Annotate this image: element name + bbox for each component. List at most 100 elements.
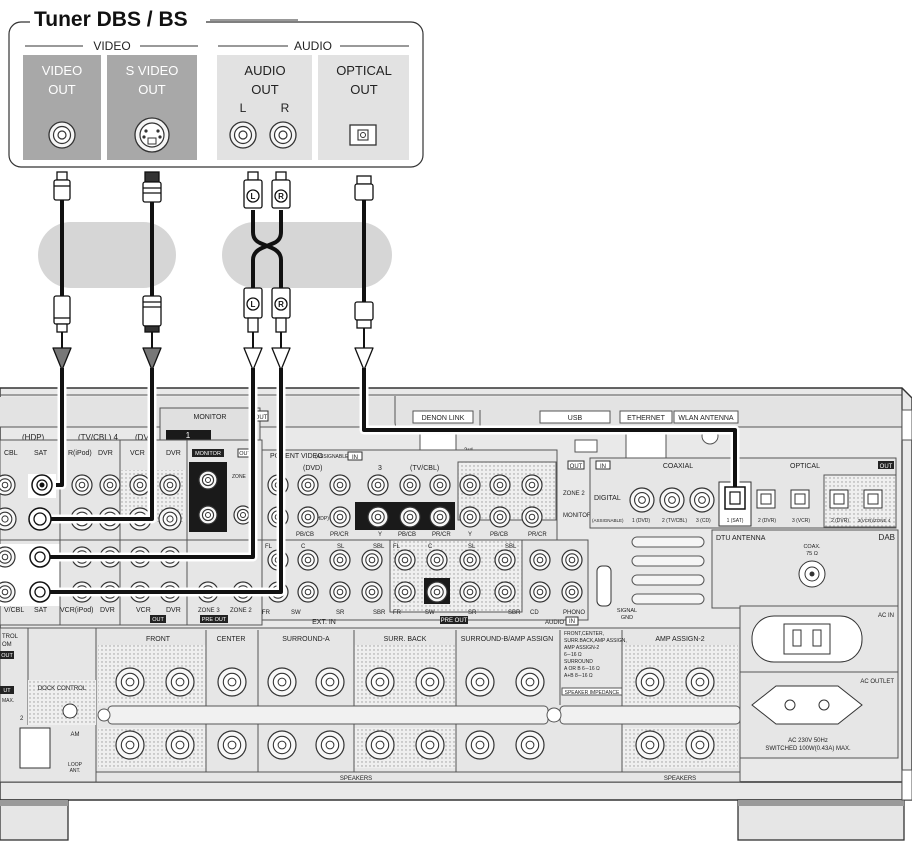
rca-jack <box>267 667 297 697</box>
svg-text:AC OUTLET: AC OUTLET <box>860 679 894 685</box>
rca-jack <box>429 474 451 496</box>
svg-text:MONITOR: MONITOR <box>195 451 221 457</box>
rca-jack <box>315 730 345 760</box>
svg-text:OUT: OUT <box>239 451 251 457</box>
rca-jack <box>297 474 319 496</box>
rca-jack <box>129 474 151 496</box>
video-arrow <box>52 347 72 371</box>
svg-text:FR: FR <box>262 610 271 616</box>
text-line: AC 230V 50Hz <box>788 738 828 744</box>
svg-text:MONITOR: MONITOR <box>563 513 592 519</box>
text-line: OUT <box>138 82 166 97</box>
video-cables-highlight <box>38 222 176 288</box>
rca-jack <box>561 549 583 571</box>
svg-text:OPTICAL: OPTICAL <box>790 463 820 470</box>
svg-text:1 (DVD): 1 (DVD) <box>632 518 650 524</box>
svg-text:ZONE: ZONE <box>232 474 247 480</box>
speaker-impedance-text: FRONT,CENTER,SURR.BACK,AMP ASSIGN,AMP AS… <box>564 631 627 679</box>
rca-jack <box>0 474 16 496</box>
svg-text:IN: IN <box>352 455 358 461</box>
svg-text:FR: FR <box>393 610 402 616</box>
audio-r-label: R <box>281 101 290 115</box>
plug-bottom-l-label: L <box>251 300 256 309</box>
rca-jack <box>217 667 247 697</box>
text-line: 6∼16 Ω <box>564 652 582 658</box>
text-line: VIDEO <box>42 63 82 78</box>
rca-jack <box>465 667 495 697</box>
svg-text:PONENT VIDEO: PONENT VIDEO <box>270 453 323 460</box>
svg-text:SL: SL <box>337 544 345 550</box>
svg-text:SURROUND-B/AMP ASSIGN: SURROUND-B/AMP ASSIGN <box>461 636 553 643</box>
svg-text:WLAN ANTENNA: WLAN ANTENNA <box>678 415 734 422</box>
svg-text:PHONO: PHONO <box>563 610 585 616</box>
svg-text:OUT: OUT <box>255 415 268 421</box>
svg-text:2: 2 <box>20 716 24 722</box>
svg-text:OUT: OUT <box>880 464 893 470</box>
svg-text:VCR(iPod): VCR(iPod) <box>60 607 93 614</box>
rca-jack <box>159 474 181 496</box>
svg-text:VCR: VCR <box>136 607 151 614</box>
text-line: AUDIO <box>244 63 285 78</box>
svg-text:PRE OUT: PRE OUT <box>441 618 468 624</box>
audio-l-label: L <box>240 101 247 115</box>
video-out-jack <box>48 121 76 149</box>
svg-text:FL: FL <box>393 544 401 550</box>
audio-r-arrow <box>271 347 291 371</box>
rca-jack <box>415 667 445 697</box>
svg-text:(HDP): (HDP) <box>315 516 329 522</box>
optical-jack <box>756 489 776 509</box>
text-line: 75 Ω <box>806 551 818 557</box>
rca-jack <box>394 581 416 603</box>
rca-jack <box>297 549 319 571</box>
svg-text:Y: Y <box>378 532 382 538</box>
text-line: ANT. <box>70 768 81 774</box>
rca-jack <box>267 730 297 760</box>
svg-text:UT: UT <box>3 688 11 694</box>
svg-text:OM: OM <box>2 642 12 648</box>
connected-inputs <box>28 474 746 603</box>
svg-text:PB/CB: PB/CB <box>398 532 416 538</box>
svg-text:3 (CD): 3 (CD) <box>696 518 711 524</box>
svg-text:SPEAKER IMPEDANCE: SPEAKER IMPEDANCE <box>565 690 620 696</box>
audio-out-l-jack <box>229 121 257 149</box>
text-line: A OR B 6∼16 Ω <box>564 666 600 672</box>
svg-text:IN: IN <box>569 619 575 625</box>
rca-jack <box>635 667 665 697</box>
svg-text:CENTER: CENTER <box>217 636 246 643</box>
svg-text:V/CBL: V/CBL <box>4 607 24 614</box>
text-line: LOOP <box>68 762 83 768</box>
svg-text:Y: Y <box>468 532 472 538</box>
left-foot <box>0 799 69 841</box>
rca-jack <box>689 487 715 513</box>
rca-jack <box>394 549 416 571</box>
svg-text:AM: AM <box>71 732 80 738</box>
rca-jack <box>459 581 481 603</box>
svg-text:DIGITAL: DIGITAL <box>594 495 621 502</box>
rca-jack <box>685 730 715 760</box>
rca-jack <box>515 730 545 760</box>
rca-jack <box>115 667 145 697</box>
svg-text:SR: SR <box>468 610 477 616</box>
svg-text:(HDP): (HDP) <box>22 433 45 442</box>
svg-text:SL: SL <box>468 544 476 550</box>
svg-text:DVR: DVR <box>98 450 113 457</box>
svg-text:C: C <box>301 544 306 550</box>
rca-jack <box>459 506 481 528</box>
text-line: COAX. <box>803 544 821 550</box>
rca-jack <box>489 506 511 528</box>
tuner-title: Tuner DBS / BS <box>34 8 188 31</box>
rca-jack <box>297 581 319 603</box>
rca-jack <box>217 730 247 760</box>
right-foot <box>737 799 905 841</box>
text-line: OUT <box>251 82 279 97</box>
svg-text:R(iPod): R(iPod) <box>68 450 92 457</box>
rca-jack <box>459 549 481 571</box>
svg-text:PB/CB: PB/CB <box>296 532 314 538</box>
svg-text:SBL: SBL <box>505 544 517 550</box>
svg-text:ZONE 3: ZONE 3 <box>198 608 220 614</box>
text-line: AMP ASSIGN-2 <box>564 645 599 651</box>
rca-jack <box>529 581 551 603</box>
audio-out-r-jack <box>269 121 297 149</box>
